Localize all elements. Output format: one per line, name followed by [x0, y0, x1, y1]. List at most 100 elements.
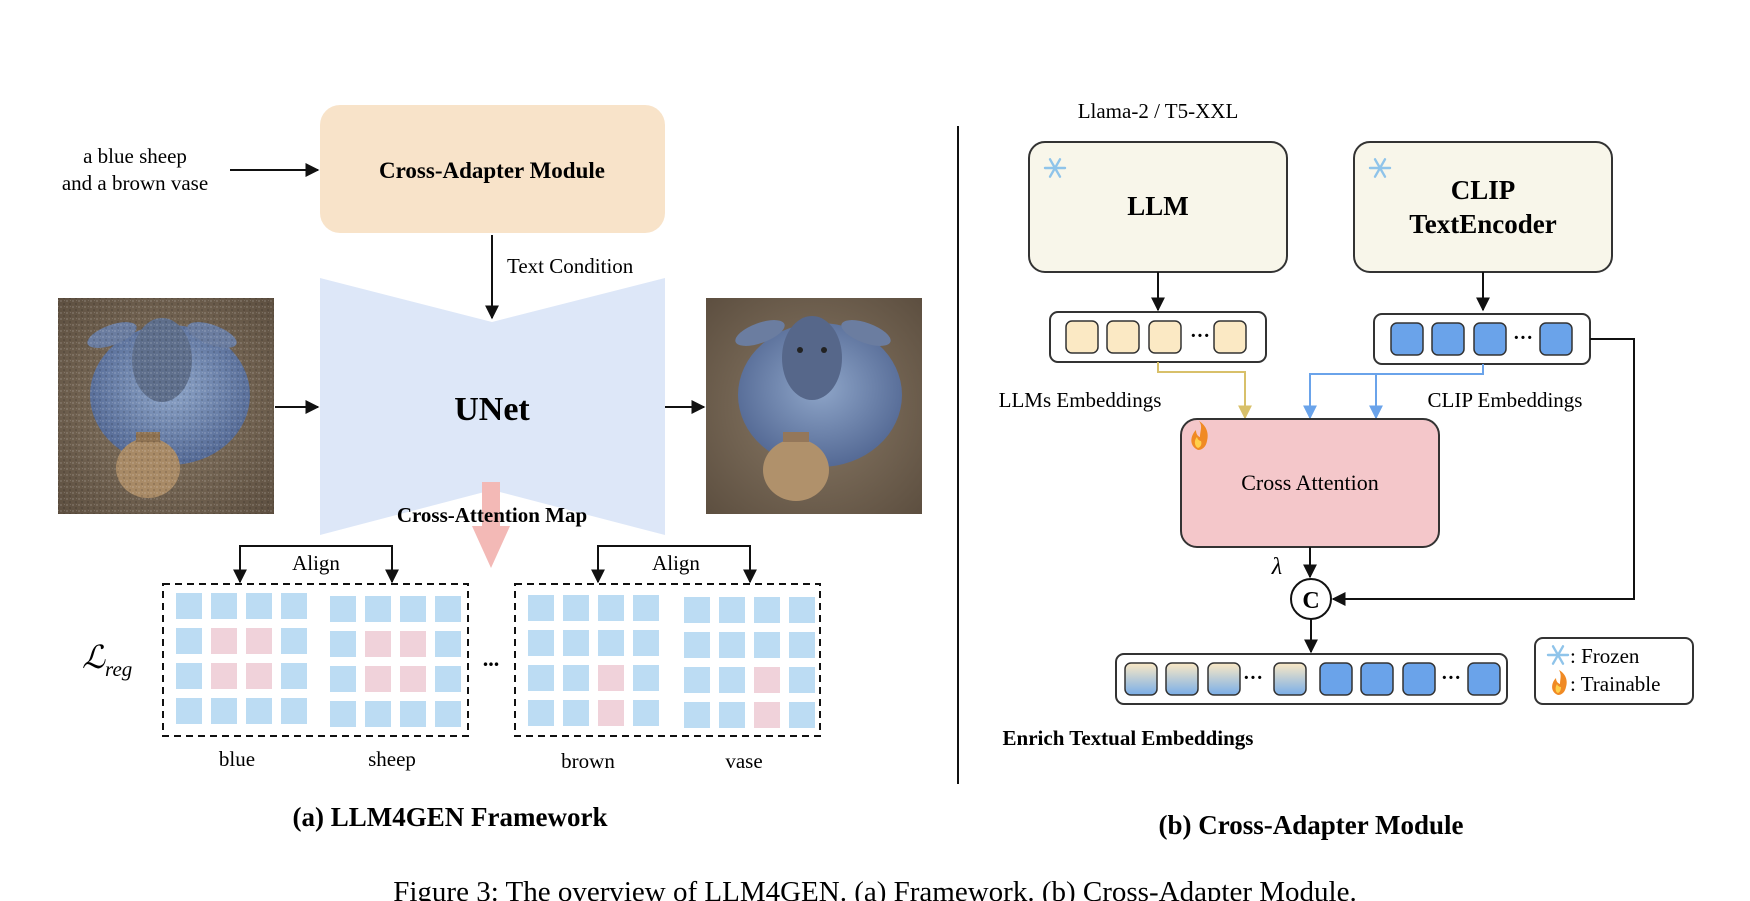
cross-adapter-box [320, 105, 665, 233]
attention-cell [400, 666, 426, 692]
attention-cell [435, 631, 461, 657]
clip-token [1431, 322, 1465, 356]
attention-cell [719, 597, 745, 623]
enriched-clip-token [1319, 662, 1353, 696]
attention-cell [365, 596, 391, 622]
attention-cell [211, 663, 237, 689]
attention-cell [633, 630, 659, 656]
clip-label-line2: TextEncoder [1409, 209, 1557, 239]
framework-panel: a blue sheep and a brown vase Cross-Adap… [58, 105, 922, 832]
attention-cell [246, 663, 272, 689]
concat-symbol: C [1302, 588, 1319, 614]
legend-frozen-label: : Frozen [1570, 644, 1640, 668]
llm-label: LLM [1127, 191, 1189, 221]
llm-token-dots: ··· [1190, 325, 1210, 347]
attention-cell [365, 666, 391, 692]
attention-cell [211, 698, 237, 724]
attention-cell [563, 665, 589, 691]
attention-cell [176, 593, 202, 619]
unet-shape [320, 278, 665, 535]
align-label-left: Align [292, 551, 340, 575]
attention-grids [176, 593, 815, 728]
attention-cell [330, 666, 356, 692]
enriched-clip-token [1360, 662, 1394, 696]
attention-cell [435, 701, 461, 727]
attention-cell [719, 632, 745, 658]
loss-symbol: ℒreg [82, 639, 132, 681]
attention-cell [176, 663, 202, 689]
adapter-panel: Llama-2 / T5-XXL LLM CLIP TextEncoder ··… [999, 99, 1694, 840]
attention-cell [330, 596, 356, 622]
text-condition-label: Text Condition [507, 254, 634, 278]
attention-cell [400, 701, 426, 727]
attention-cell [528, 595, 554, 621]
cross-attention-label: Cross Attention [1241, 470, 1379, 495]
attention-cell [330, 631, 356, 657]
attention-cell [563, 700, 589, 726]
snowflake-icon [1043, 158, 1067, 178]
attention-cell [789, 597, 815, 623]
clip-token [1390, 322, 1424, 356]
attention-cell [598, 630, 624, 656]
token-label-sheep: sheep [368, 747, 416, 771]
attention-cell [754, 597, 780, 623]
legend-trainable-label: : Trainable [1570, 672, 1660, 696]
enriched-tokens [1124, 662, 1501, 696]
attention-cell [754, 667, 780, 693]
attention-cell [754, 702, 780, 728]
attention-cell [365, 631, 391, 657]
flame-icon [1552, 670, 1567, 695]
attention-cell [365, 701, 391, 727]
llm-token [1065, 320, 1099, 354]
enriched-token-dots-2: ··· [1441, 667, 1461, 689]
enrich-label: Enrich Textual Embeddings [1003, 726, 1254, 750]
llm-token [1148, 320, 1182, 354]
clip-tokens [1390, 322, 1573, 356]
input-prompt-line2: and a brown vase [62, 171, 208, 195]
attention-cell [719, 702, 745, 728]
clip-skip-connection [1331, 338, 1635, 606]
enriched-token-dots-1: ··· [1243, 667, 1263, 689]
attention-cell [281, 628, 307, 654]
legend-box [1534, 637, 1694, 705]
clip-token [1539, 322, 1573, 356]
input-prompt-line1: a blue sheep [83, 144, 187, 168]
cross-attention-map-label: Cross-Attention Map [397, 503, 587, 527]
token-label-vase: vase [725, 749, 762, 773]
attention-cell [211, 628, 237, 654]
align-label-right: Align [652, 551, 700, 575]
enriched-llm-token [1124, 662, 1158, 696]
attention-cell [176, 698, 202, 724]
clip-token [1473, 322, 1507, 356]
enriched-clip-token [1467, 662, 1501, 696]
clip-label-line1: CLIP [1451, 175, 1516, 205]
clip-embeddings-connector-1 [1303, 364, 1484, 420]
attention-cell [211, 593, 237, 619]
llm-tokens [1065, 320, 1247, 354]
attention-cell [684, 702, 710, 728]
generated-sheep-image [706, 298, 922, 514]
enriched-llm-token [1207, 662, 1241, 696]
token-label-blue: blue [219, 747, 255, 771]
attention-cell [684, 632, 710, 658]
enriched-llm-token [1273, 662, 1307, 696]
noisy-sheep-image [58, 298, 274, 514]
attention-cell [281, 698, 307, 724]
align-bracket-right [591, 545, 757, 584]
attention-cell [633, 665, 659, 691]
clip-box [1353, 141, 1613, 273]
attention-cell [330, 701, 356, 727]
llm-embeddings-connector [1157, 362, 1252, 420]
attention-cell [528, 700, 554, 726]
attention-cell [563, 630, 589, 656]
lambda-symbol: λ [1271, 554, 1282, 580]
attention-cell [684, 597, 710, 623]
snowflake-icon [1368, 158, 1392, 178]
attention-cell [281, 663, 307, 689]
attention-cell [281, 593, 307, 619]
attention-cell [598, 595, 624, 621]
framework-caption: (a) LLM4GEN Framework [293, 802, 608, 832]
attention-cell [528, 630, 554, 656]
attention-cell [400, 631, 426, 657]
